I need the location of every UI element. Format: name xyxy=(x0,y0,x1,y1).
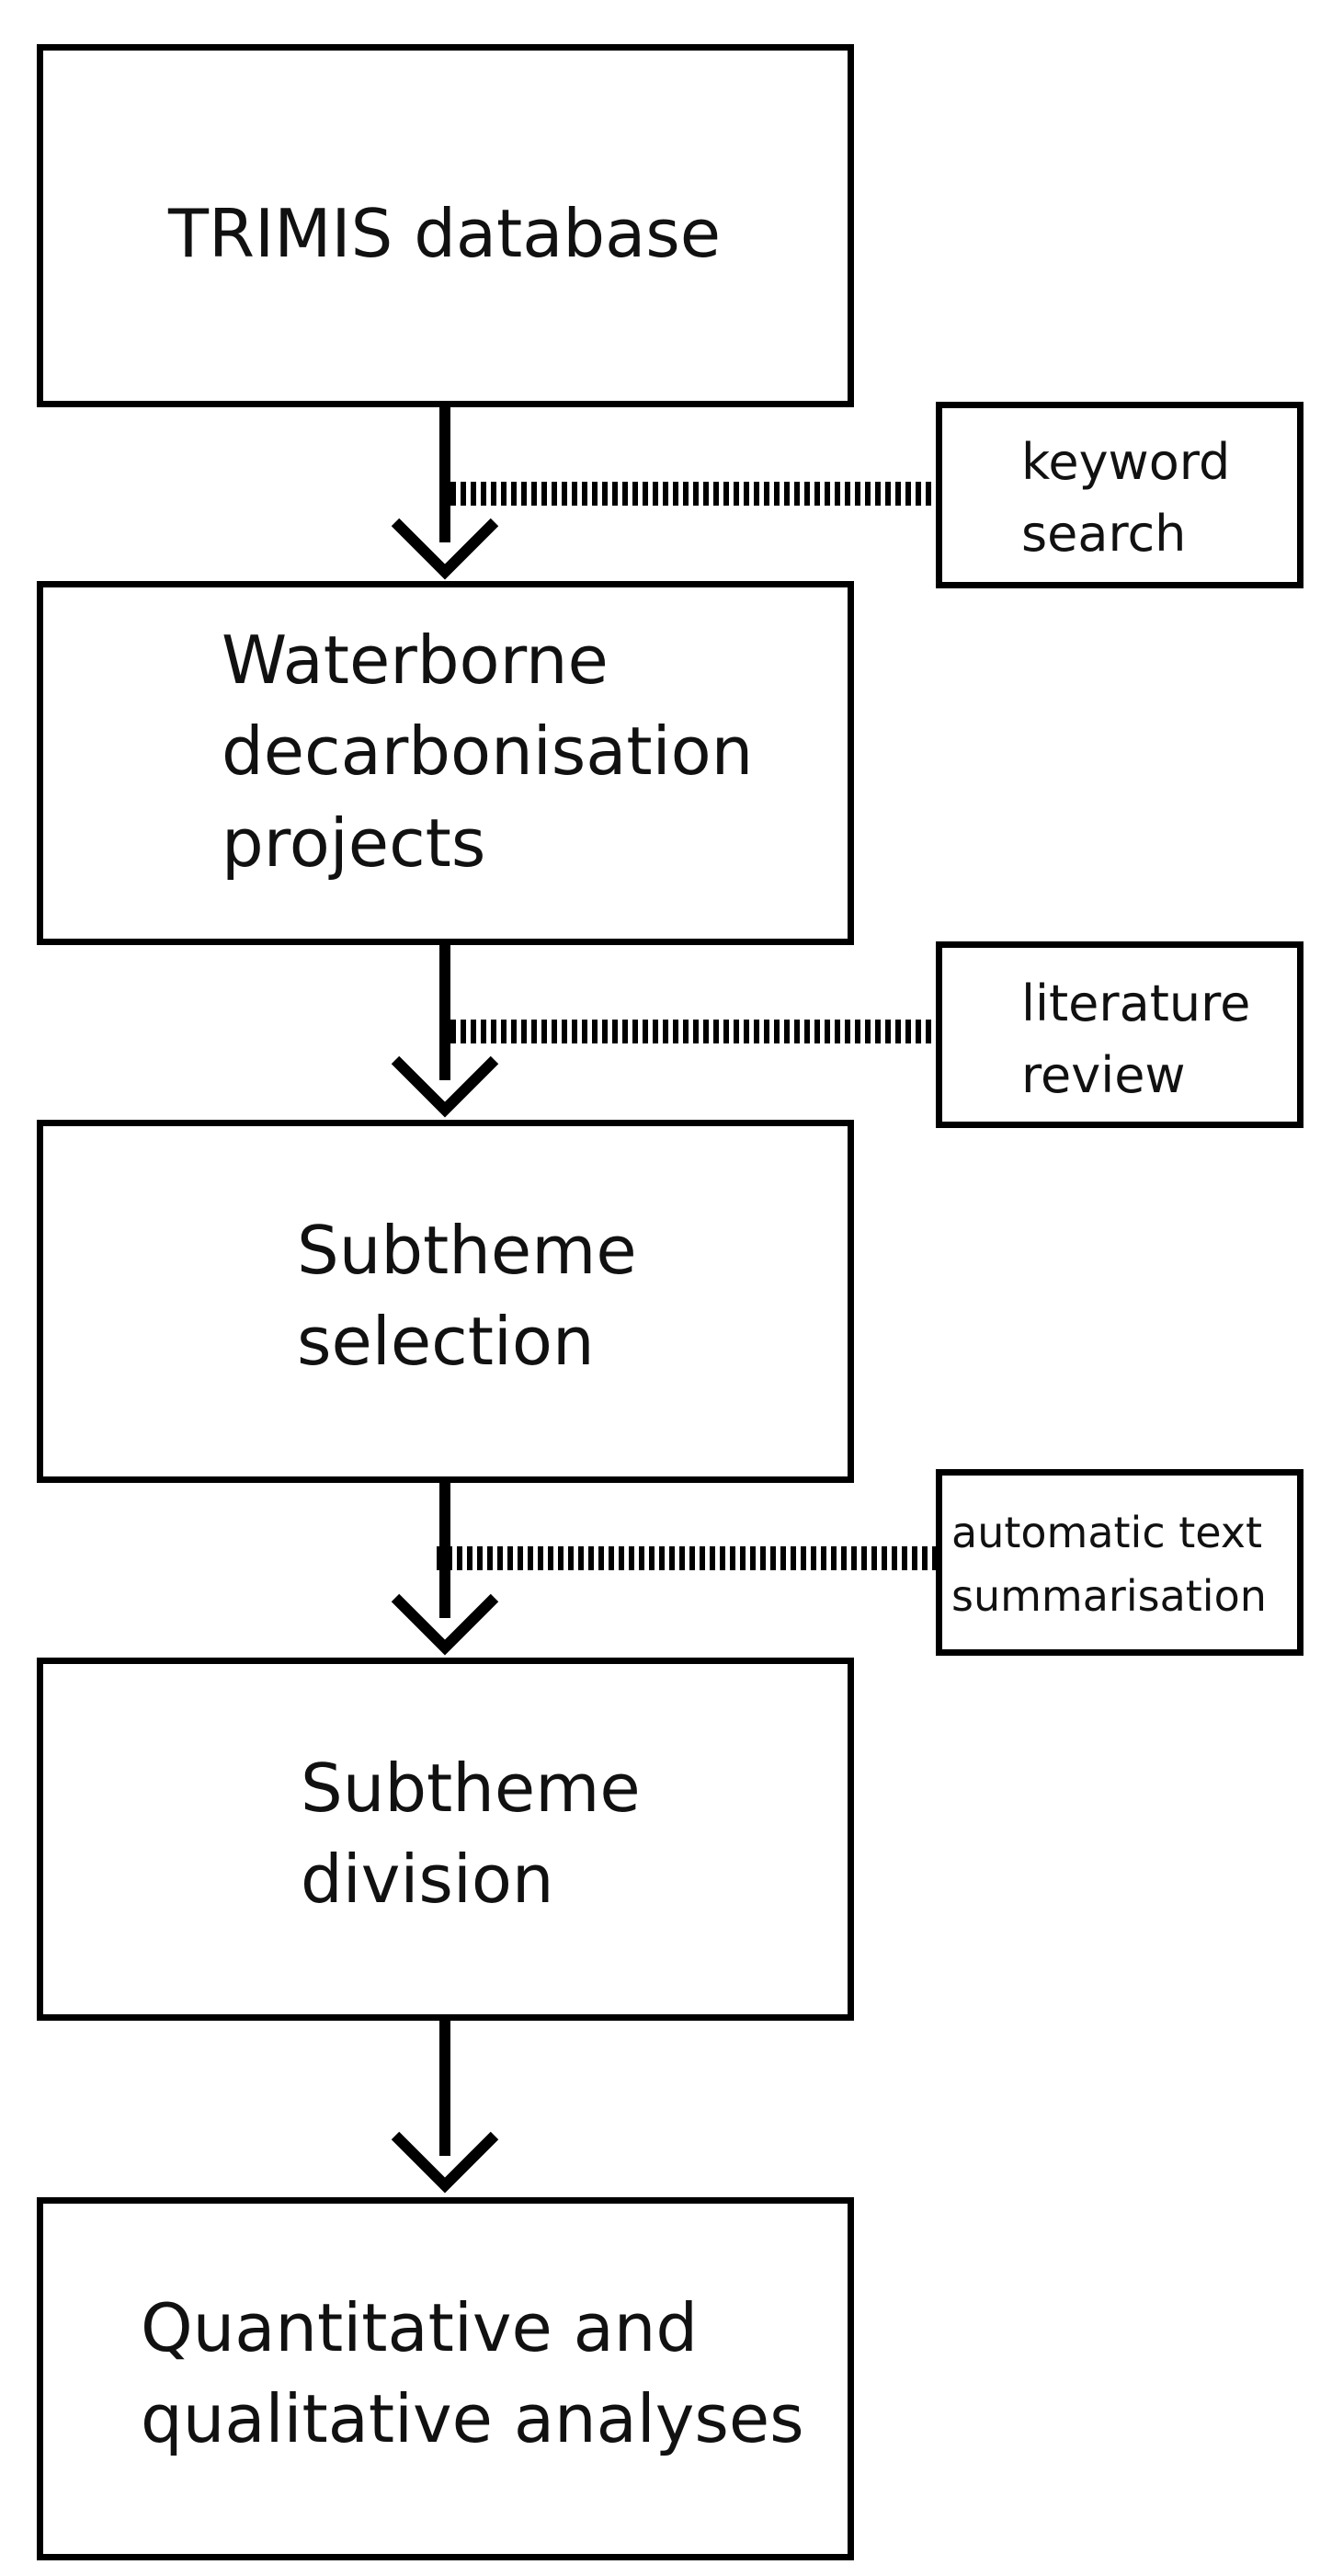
step-label: Subtheme selection xyxy=(297,1212,637,1381)
method-keyword-search: keyword search xyxy=(936,402,1304,588)
method-label: automatic text summarisation xyxy=(951,1508,1267,1621)
arrow-4 xyxy=(391,2018,499,2194)
step-label: Waterborne decarbonisation projects xyxy=(222,621,754,882)
arrow-2 xyxy=(391,942,499,1118)
step-analyses: Quantitative and qualitative analyses xyxy=(37,2197,854,2560)
step-subtheme-selection: Subtheme selection xyxy=(37,1120,854,1483)
step-subtheme-division: Subtheme division xyxy=(37,1658,854,2021)
arrow-1 xyxy=(391,405,499,580)
step-waterborne-projects: Waterborne decarbonisation projects xyxy=(37,581,854,945)
step-trimis-database: TRIMIS database xyxy=(37,44,854,407)
method-label: keyword search xyxy=(1021,433,1231,564)
step-label: Subtheme division xyxy=(301,1750,641,1919)
step-label: TRIMIS database xyxy=(168,195,721,272)
arrow-3 xyxy=(391,1480,499,1656)
method-label: literature review xyxy=(1021,975,1251,1105)
step-label: Quantitative and qualitative analyses xyxy=(141,2289,804,2458)
method-automatic-text-summarisation: automatic text summarisation xyxy=(936,1469,1304,1656)
method-literature-review: literature review xyxy=(936,941,1304,1128)
